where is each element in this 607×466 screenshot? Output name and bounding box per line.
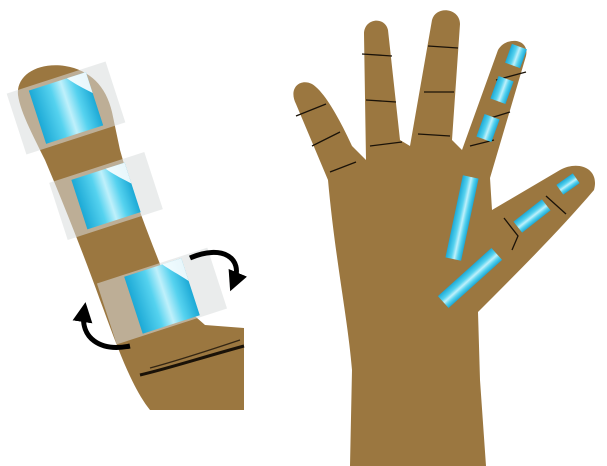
hand-shape (293, 10, 595, 466)
right-open-hand (293, 10, 595, 466)
left-finger-closeup (7, 61, 244, 410)
